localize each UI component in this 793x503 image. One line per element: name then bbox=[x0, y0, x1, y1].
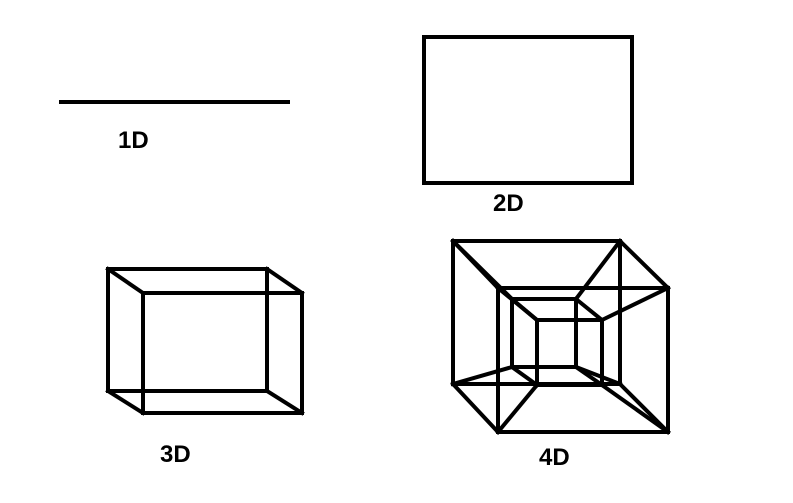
four-d-inner-edge-top-right bbox=[573, 296, 605, 323]
four-d-inner-edge-bottom-left bbox=[509, 364, 540, 388]
four-d-figure: 4D bbox=[450, 238, 671, 471]
four-d-connector-5 bbox=[495, 285, 540, 323]
four-d-connector-7 bbox=[495, 382, 540, 435]
three-d-edge-bottom-left bbox=[105, 388, 146, 416]
three-d-edge-bottom-right bbox=[264, 388, 305, 416]
four-d-outer-edge-bottom-left bbox=[450, 381, 501, 435]
four-d-connector-2 bbox=[573, 238, 623, 302]
four-d-connector-3 bbox=[450, 364, 515, 387]
two-d-figure: 2D bbox=[422, 35, 634, 217]
two-d-label: 2D bbox=[493, 190, 524, 217]
four-d-inner-back-face bbox=[510, 297, 578, 369]
three-d-edge-top-right bbox=[264, 266, 305, 296]
three-d-back-face bbox=[106, 267, 269, 393]
one-d-figure: 1D bbox=[59, 100, 290, 154]
three-d-label: 3D bbox=[160, 441, 191, 468]
three-d-edge-top-left bbox=[105, 266, 146, 296]
four-d-connector-6 bbox=[599, 285, 671, 323]
three-d-figure: 3D bbox=[105, 266, 305, 468]
two-d-square bbox=[422, 35, 634, 185]
four-d-connector-4 bbox=[573, 364, 623, 387]
four-d-outer-edge-top-right bbox=[617, 238, 671, 291]
three-d-front-face bbox=[141, 291, 304, 415]
one-d-label: 1D bbox=[118, 127, 149, 154]
four-d-connector-8 bbox=[599, 382, 671, 435]
four-d-label: 4D bbox=[539, 444, 570, 471]
four-d-inner-front-face bbox=[535, 318, 604, 387]
